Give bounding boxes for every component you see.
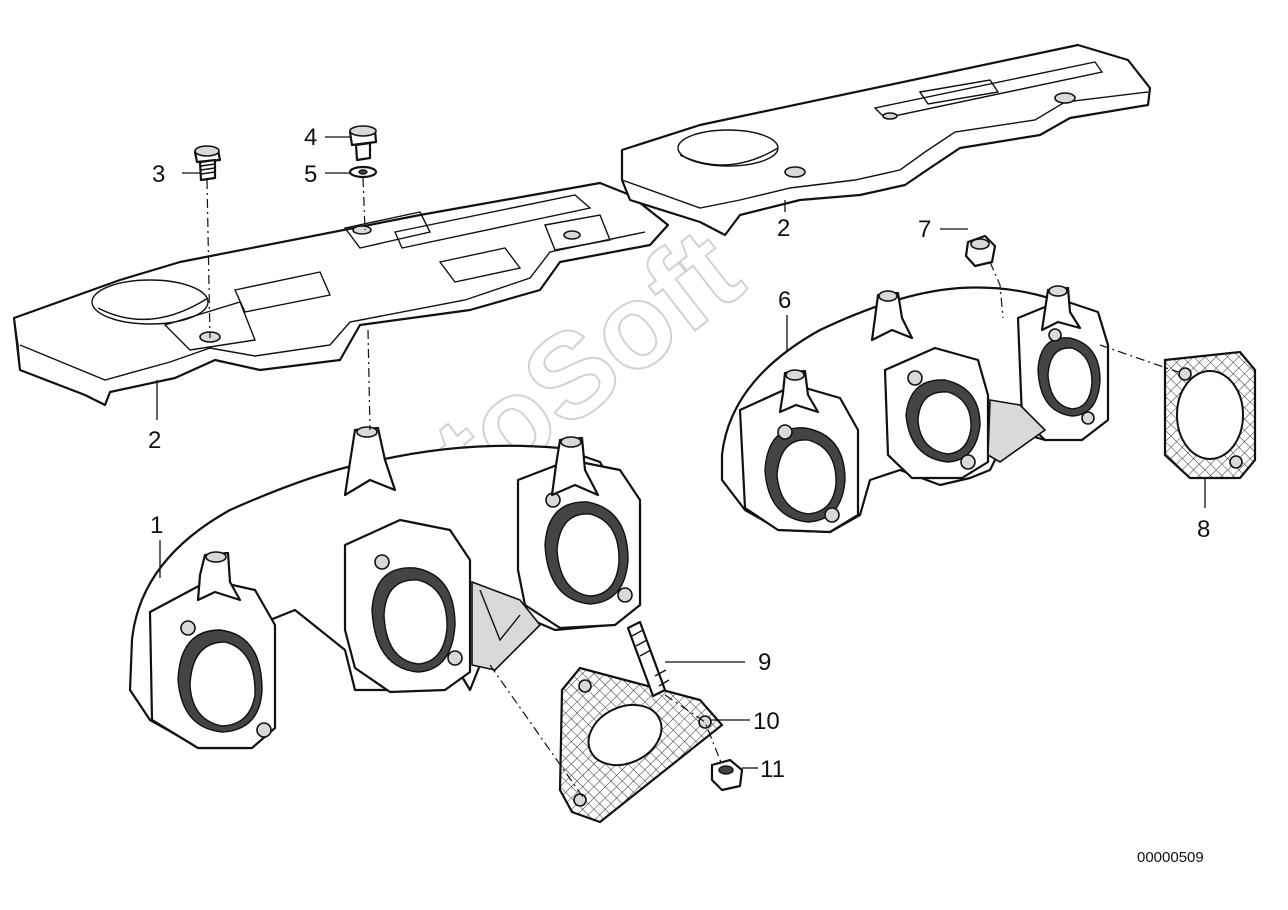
callout-5: 5 [304, 161, 317, 188]
callout-11: 11 [760, 756, 785, 783]
callout-8: 8 [1197, 516, 1210, 543]
stud-9 [626, 620, 670, 698]
alignment-lines [206, 177, 1179, 801]
callout-4: 4 [304, 124, 317, 151]
leader-lines [156, 136, 1206, 769]
bolt-4 [348, 125, 378, 162]
nut-7 [964, 234, 997, 268]
exhaust-manifold-rear [720, 285, 1110, 534]
callout-2-left: 2 [148, 427, 161, 454]
callout-2-right: 2 [777, 215, 790, 242]
heat-shield-right [620, 43, 1152, 237]
callout-9: 9 [758, 649, 771, 676]
bolt-3 [193, 145, 222, 182]
heat-shield-left [12, 181, 670, 407]
callout-10: 10 [753, 708, 780, 735]
washer-5 [348, 165, 378, 179]
gasket-rear [1163, 350, 1257, 480]
callout-7: 7 [918, 216, 931, 243]
callout-6: 6 [778, 287, 791, 314]
exhaust-manifold-front [128, 426, 642, 750]
drawing-code: 00000509 [1137, 849, 1204, 866]
nut-11 [710, 758, 744, 792]
callout-1: 1 [150, 512, 163, 539]
callout-3: 3 [152, 161, 165, 188]
gasket-front [558, 666, 724, 824]
